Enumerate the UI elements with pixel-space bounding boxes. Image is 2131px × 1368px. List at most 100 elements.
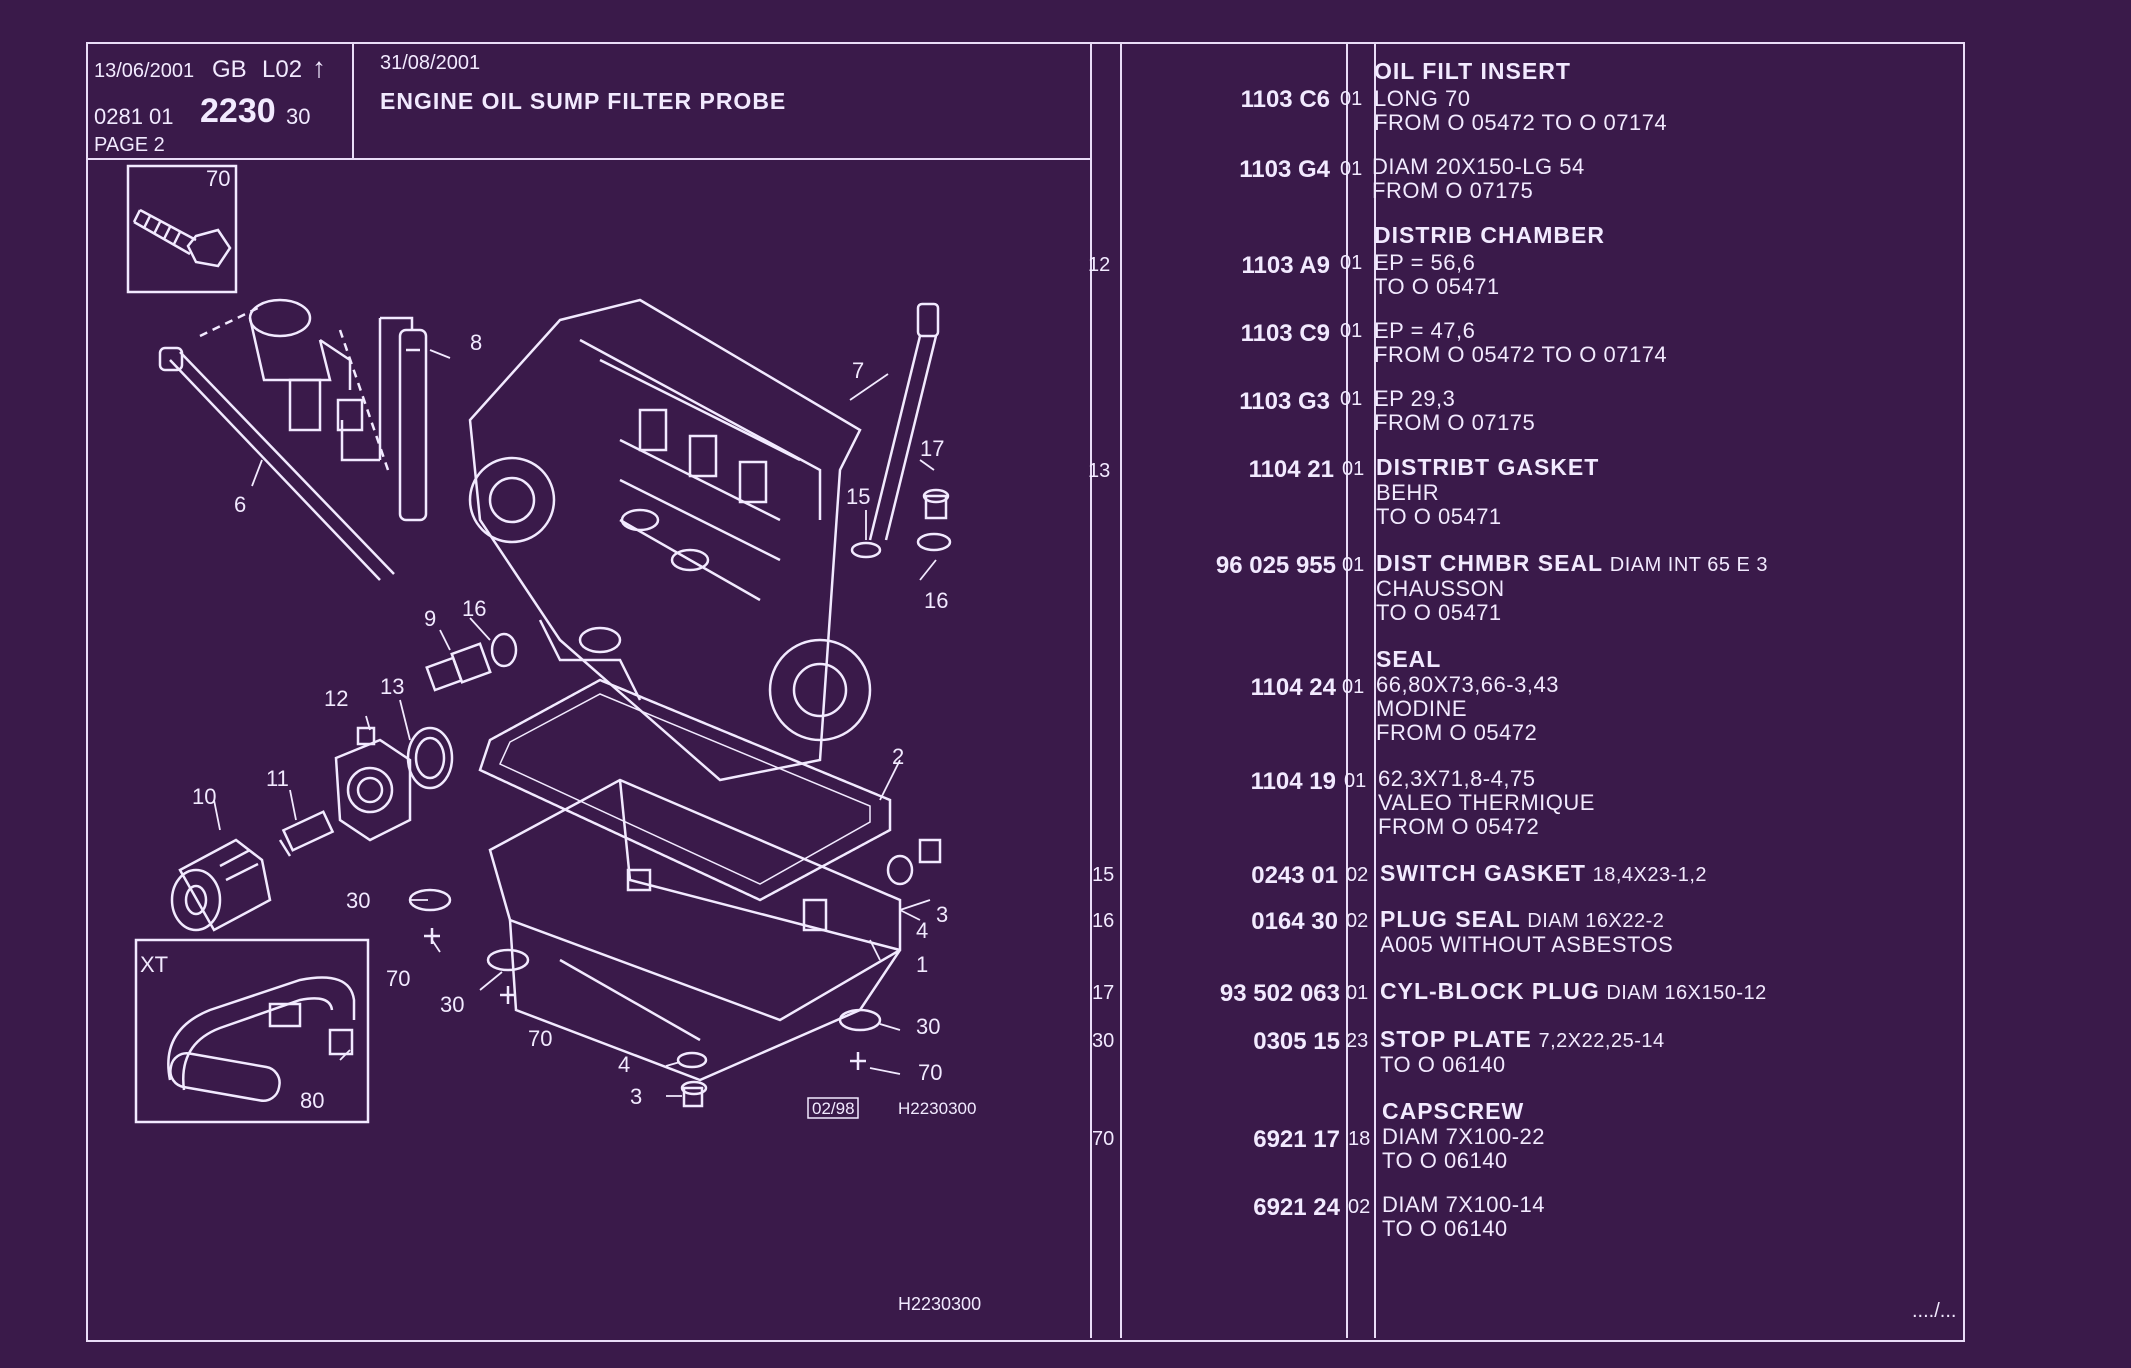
part-qty: 01 [1346, 982, 1369, 1004]
callout-label: 3 [630, 1084, 642, 1109]
part-title: CAPSCREW [1382, 1098, 1525, 1124]
inset-box-xt [134, 938, 370, 1124]
switch-gasket-icon [850, 541, 882, 559]
header-level: L02 [262, 56, 303, 83]
part-title: OIL FILT INSERT [1374, 58, 1571, 84]
part-detail: EP 29,3 [1374, 386, 1456, 411]
capscrew-icon [500, 986, 516, 1004]
part-qty: 01 [1344, 770, 1367, 792]
part-ref: 1103 C9 [1240, 320, 1330, 347]
part-detail: LONG 70 [1374, 86, 1471, 111]
callout-label: 1 [916, 952, 928, 977]
callout-label: 16 [924, 588, 948, 613]
part-detail: A005 WITHOUT ASBESTOS [1380, 932, 1674, 957]
part-detail: FROM O 05472 TO O 07174 [1374, 110, 1668, 135]
part-position: 16 [1092, 910, 1115, 932]
drain-plug-icon [676, 838, 942, 1108]
part-detail: TO O 05471 [1374, 274, 1500, 299]
part-detail: 66,80X73,66-3,43 [1376, 672, 1559, 697]
part-title: SEAL [1376, 646, 1442, 672]
part-position: 70 [1092, 1128, 1115, 1150]
part-detail: EP = 47,6 [1374, 318, 1476, 343]
part-detail: DIAM 7X100-14 [1382, 1192, 1546, 1217]
part-qty: 02 [1346, 910, 1369, 932]
part-detail: FROM O 05472 TO O 07174 [1374, 342, 1668, 367]
part-ref: 0243 01 [1251, 862, 1338, 889]
part-detail: BEHR [1376, 480, 1440, 505]
callout-label: 2 [892, 744, 904, 769]
part-detail: DIAM 7X100-22 [1382, 1124, 1546, 1149]
part-ref: 0164 30 [1251, 908, 1338, 935]
cyl-block-plug-icon [916, 488, 952, 552]
continuation-mark: ..../... [1912, 1300, 1957, 1322]
probe-rod-icon [340, 316, 428, 522]
stop-plate-icon [838, 1008, 882, 1032]
callout-label: 8 [470, 330, 482, 355]
figure-footer-ref: H2230300 [898, 1294, 981, 1314]
callout-label: 70 [528, 1026, 552, 1051]
callout-label: 13 [380, 674, 404, 699]
header-date: 13/06/2001 [94, 60, 195, 82]
filter-insert-icon [278, 810, 335, 857]
callout-label: 4 [916, 918, 928, 943]
part-detail: TO O 06140 [1382, 1216, 1508, 1241]
part-qty: 02 [1348, 1196, 1371, 1218]
column-divider [1120, 42, 1122, 1338]
part-detail: FROM O 05472 [1378, 814, 1540, 839]
callout-label: 10 [192, 784, 216, 809]
part-ref: 6921 17 [1253, 1126, 1340, 1153]
part-ref: 93 502 063 [1219, 980, 1340, 1007]
header-code-prefix: 0281 01 [94, 104, 174, 129]
callout-label: 70 [918, 1060, 942, 1085]
part-position: 15 [1092, 864, 1115, 886]
callout-label: 80 [300, 1088, 324, 1113]
part-detail: VALEO THERMIQUE [1378, 790, 1595, 815]
callout-label: 12 [324, 686, 348, 711]
header-divider [86, 158, 1090, 160]
part-ref: 96 025 955 [1215, 552, 1336, 579]
inset-label: XT [140, 952, 168, 977]
header-code-main: 2230 [200, 92, 276, 130]
oil-filter-icon [170, 838, 272, 932]
part-detail: 62,3X71,8-4,75 [1378, 766, 1536, 791]
filter-head-icon [248, 298, 364, 432]
callout-label: 17 [920, 436, 944, 461]
header-divider [352, 42, 354, 158]
part-position: 13 [1088, 460, 1111, 482]
part-ref: 1104 19 [1250, 768, 1336, 795]
part-detail: FROM O 07175 [1374, 410, 1536, 435]
part-title: PLUG SEAL DIAM 16X22-2 [1380, 906, 1665, 932]
dipstick-icon [158, 304, 395, 581]
callout-label: 7 [852, 358, 864, 383]
part-ref: 6921 24 [1253, 1194, 1340, 1221]
part-qty: 01 [1342, 676, 1365, 698]
page-title: ENGINE OIL SUMP FILTER PROBE [380, 88, 787, 114]
part-title: STOP PLATE 7,2X22,25-14 [1380, 1026, 1665, 1052]
header-code-suffix: 30 [286, 104, 311, 129]
capscrew-icon [132, 208, 232, 268]
part-detail: CHAUSSON [1376, 576, 1505, 601]
callout-label: 11 [266, 766, 289, 791]
date-stamp: 02/98 [812, 1099, 855, 1118]
part-qty: 01 [1340, 388, 1363, 410]
callout-label: 16 [462, 596, 486, 621]
stop-plate-icon [486, 948, 530, 972]
part-ref: 1103 A9 [1241, 252, 1330, 279]
callout-label: 9 [424, 606, 436, 631]
part-detail: MODINE [1376, 696, 1467, 721]
part-qty: 01 [1340, 320, 1363, 342]
part-title: DISTRIBT GASKET [1376, 454, 1600, 480]
breather-hose-icon [167, 976, 356, 1103]
part-ref: 0305 15 [1253, 1028, 1340, 1055]
part-detail: EP = 56,6 [1374, 250, 1476, 275]
up-arrow-icon: ↑ [312, 52, 326, 83]
exploded-diagram: 70 8 7 6 17 15 16 9 16 12 13 2 11 10 3 4… [126, 164, 981, 1314]
part-detail: FROM O 05472 [1376, 720, 1538, 745]
oil-sump-icon [488, 778, 902, 1082]
part-detail: TO O 06140 [1382, 1148, 1508, 1173]
page-frame [86, 42, 1965, 1342]
part-qty: 01 [1342, 458, 1365, 480]
dipstick-tube-icon [868, 302, 940, 541]
part-detail: FROM O 07175 [1372, 178, 1534, 203]
distrib-chamber-icon [334, 726, 454, 842]
